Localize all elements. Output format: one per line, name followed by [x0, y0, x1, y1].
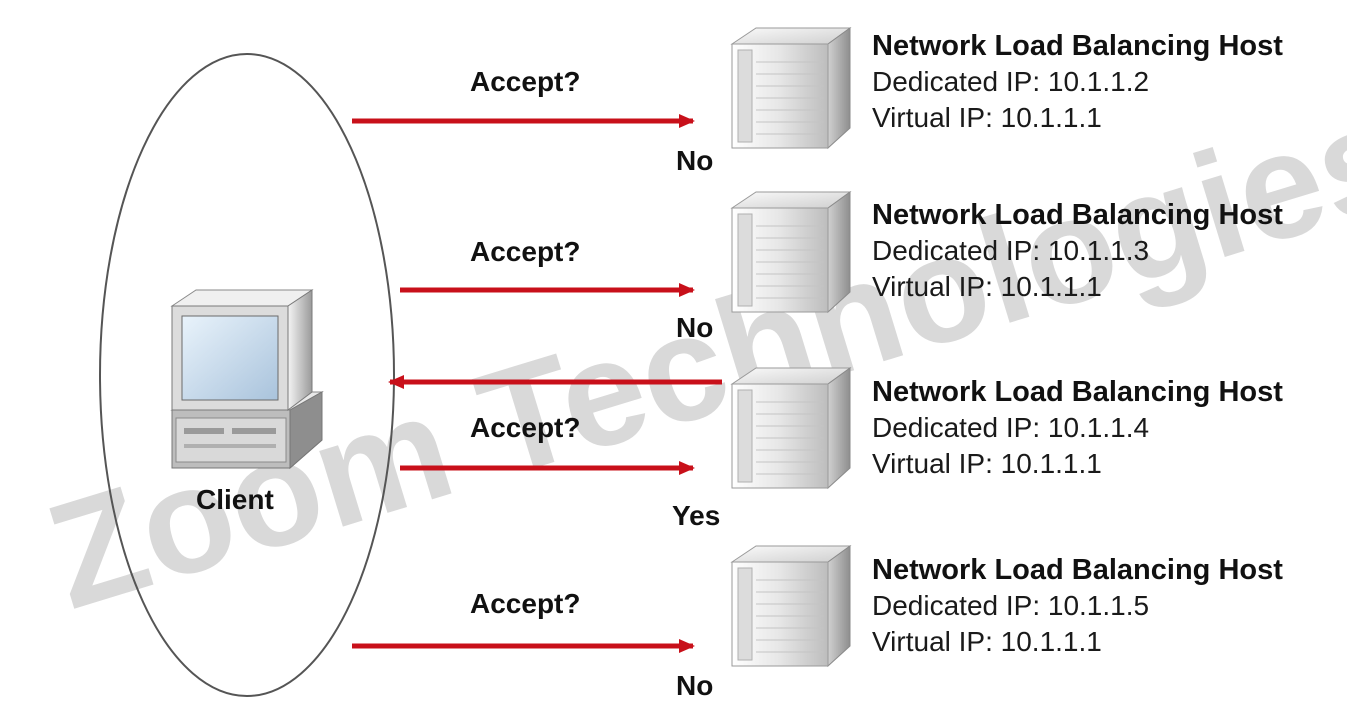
accept-query-label: Accept?: [470, 66, 581, 97]
host-title: Network Load Balancing Host: [872, 554, 1283, 586]
host-answer: No: [676, 312, 714, 343]
server-icon: [730, 27, 852, 150]
client-label: Client: [196, 484, 274, 515]
host-answer: No: [676, 145, 714, 176]
dedicated-ip: Dedicated IP: 10.1.1.4: [872, 412, 1150, 443]
host-title: Network Load Balancing Host: [872, 30, 1283, 62]
virtual-ip: Virtual IP: 10.1.1.1: [872, 448, 1102, 479]
accept-query-label: Accept?: [470, 412, 581, 443]
server-icon: [730, 191, 852, 314]
host-info-3: Network Load Balancing Host Dedicated IP…: [872, 374, 1283, 482]
accept-query-label: Accept?: [470, 236, 581, 267]
host-title: Network Load Balancing Host: [872, 376, 1283, 408]
host-answer: Yes: [672, 500, 721, 531]
host-info-4: Network Load Balancing Host Dedicated IP…: [872, 552, 1283, 660]
virtual-ip: Virtual IP: 10.1.1.1: [872, 271, 1102, 302]
host-info-2: Network Load Balancing Host Dedicated IP…: [872, 197, 1283, 305]
virtual-ip: Virtual IP: 10.1.1.1: [872, 626, 1102, 657]
dedicated-ip: Dedicated IP: 10.1.1.5: [872, 590, 1150, 621]
host-info-1: Network Load Balancing Host Dedicated IP…: [872, 28, 1283, 136]
server-icon: [730, 545, 852, 668]
dedicated-ip: Dedicated IP: 10.1.1.3: [872, 235, 1150, 266]
server-icon: [730, 367, 852, 490]
virtual-ip: Virtual IP: 10.1.1.1: [872, 102, 1102, 133]
client-computer-icon: [170, 289, 324, 470]
dedicated-ip: Dedicated IP: 10.1.1.2: [872, 66, 1150, 97]
host-title: Network Load Balancing Host: [872, 199, 1283, 231]
accept-query-label: Accept?: [470, 588, 581, 619]
host-answer: No: [676, 670, 714, 701]
